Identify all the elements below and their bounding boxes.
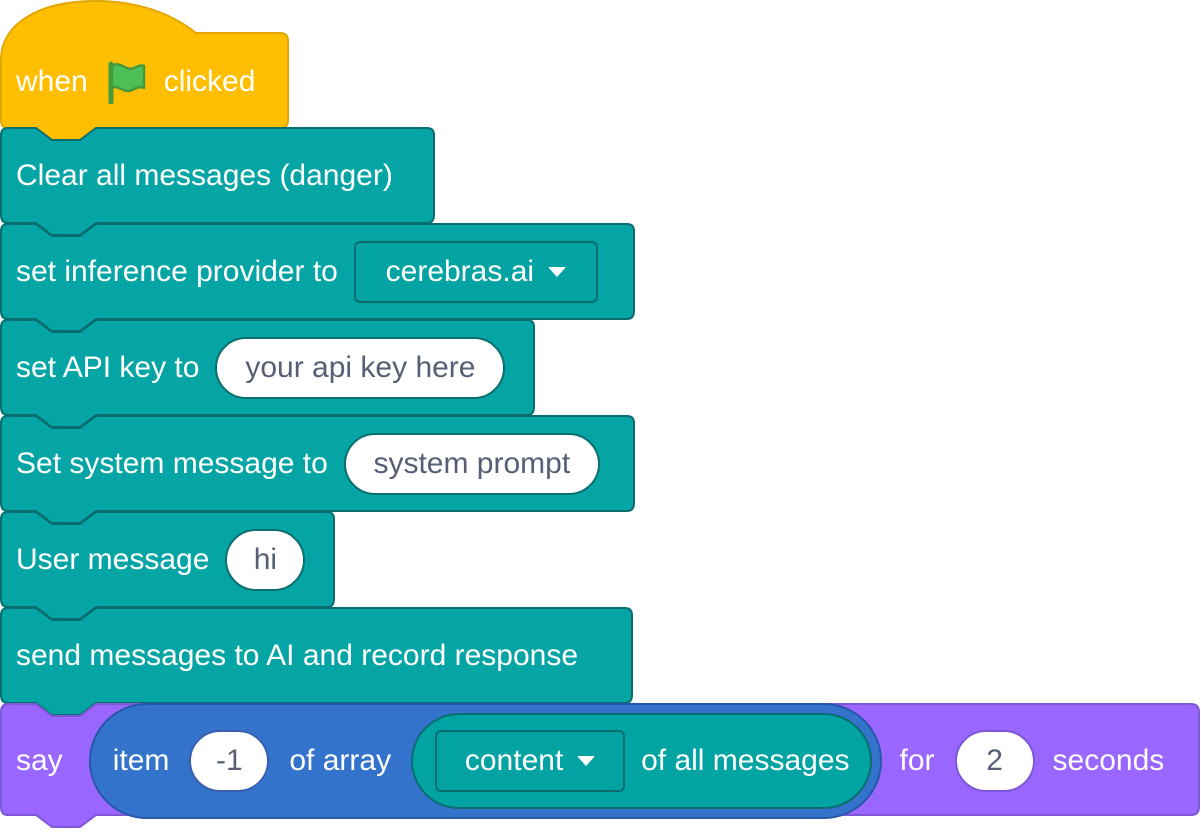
- field-dropdown[interactable]: content: [435, 730, 626, 792]
- when-label: when: [16, 65, 88, 98]
- for-label: for: [899, 744, 935, 777]
- item-index-input[interactable]: -1: [189, 730, 270, 792]
- clicked-label: clicked: [163, 65, 256, 98]
- user-message-label: User message: [16, 543, 210, 576]
- of-all-messages-label: of all messages: [641, 744, 850, 777]
- of-array-label: of array: [289, 744, 392, 777]
- say-for-seconds-block[interactable]: say item -1 of array content of all mess…: [0, 703, 1201, 833]
- api-key-input[interactable]: your api key here: [215, 337, 506, 399]
- system-message-value: system prompt: [373, 447, 571, 480]
- field-value: content: [464, 744, 564, 777]
- set-system-message-label: Set system message to: [16, 447, 328, 480]
- user-message-input[interactable]: hi: [225, 529, 306, 591]
- seconds-value: 2: [986, 744, 1003, 777]
- when-flag-clicked-block[interactable]: when clicked: [0, 0, 290, 141]
- seconds-label: seconds: [1052, 744, 1165, 777]
- api-key-value: your api key here: [245, 351, 476, 384]
- item-of-array-reporter[interactable]: item -1 of array content of all messages: [88, 703, 882, 819]
- send-messages-block[interactable]: send messages to AI and record response: [0, 607, 634, 716]
- system-message-input[interactable]: system prompt: [343, 433, 600, 495]
- user-message-block[interactable]: User message hi: [0, 511, 336, 620]
- item-index-value: -1: [216, 744, 243, 777]
- set-provider-label: set inference provider to: [16, 255, 338, 288]
- provider-dropdown[interactable]: cerebras.ai: [353, 241, 598, 303]
- clear-messages-block[interactable]: Clear all messages (danger): [0, 127, 436, 236]
- send-messages-label: send messages to AI and record response: [16, 639, 579, 672]
- user-message-value: hi: [253, 543, 278, 576]
- say-label: say: [16, 744, 63, 777]
- green-flag-icon[interactable]: [104, 60, 148, 105]
- field-of-all-messages-reporter[interactable]: content of all messages: [411, 713, 872, 809]
- chevron-down-icon: [577, 756, 596, 766]
- set-api-key-block[interactable]: set API key to your api key here: [0, 319, 536, 428]
- provider-value: cerebras.ai: [385, 255, 535, 288]
- set-provider-block[interactable]: set inference provider to cerebras.ai: [0, 223, 636, 332]
- set-api-key-label: set API key to: [16, 351, 200, 384]
- chevron-down-icon: [548, 267, 567, 277]
- seconds-input[interactable]: 2: [954, 730, 1035, 792]
- set-system-message-block[interactable]: Set system message to system prompt: [0, 415, 636, 524]
- item-label: item: [112, 744, 170, 777]
- clear-messages-label: Clear all messages (danger): [16, 159, 393, 192]
